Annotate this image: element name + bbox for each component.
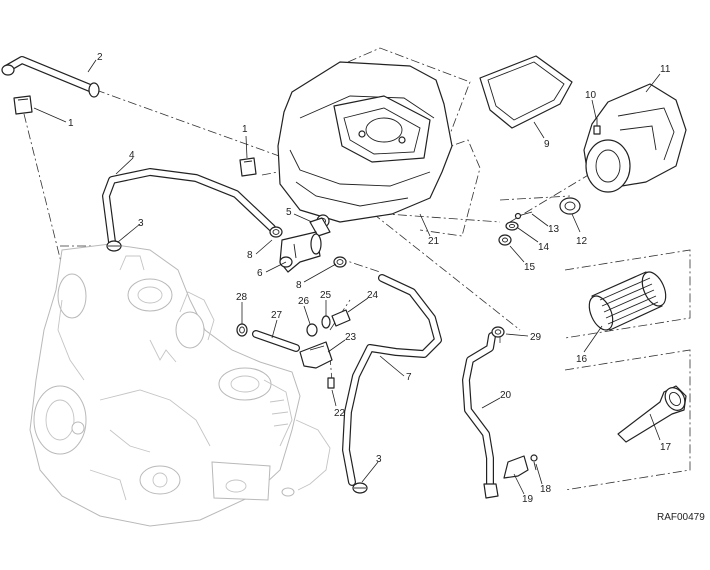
part-26-oring (306, 323, 318, 337)
part-23-valve-body (299, 341, 333, 369)
callout-10: 10 (585, 90, 597, 101)
part-13-screw (514, 211, 533, 220)
callout-27: 27 (271, 310, 283, 321)
callout-15: 15 (524, 262, 536, 273)
part-6-tee-fitting (279, 231, 322, 273)
part-1-clip-left (13, 95, 33, 115)
callout-11: 11 (660, 64, 671, 75)
part-14-washer (505, 221, 519, 231)
part-9-gasket (479, 55, 573, 129)
callout-19: 19 (522, 494, 534, 505)
callout-26: 26 (298, 296, 310, 307)
part-25-washer (321, 315, 331, 329)
part-16-air-filter (588, 271, 667, 331)
callout-labels: 1 1 2 3 3 4 5 6 7 8 8 9 10 11 12 13 14 1… (68, 52, 672, 505)
callout-21: 21 (428, 236, 440, 247)
callout-14: 14 (538, 242, 550, 253)
part-7-hose (342, 274, 442, 486)
callout-8-upper: 8 (247, 250, 253, 261)
part-2-breather-pipe (1, 56, 100, 98)
callout-3-lower: 3 (376, 454, 382, 465)
part-24-nipple (331, 309, 351, 327)
callout-6: 6 (257, 268, 263, 279)
part-17-funnel (617, 385, 687, 443)
callout-8-lower: 8 (296, 280, 302, 291)
part-19-bracket (503, 455, 529, 479)
callout-18: 18 (540, 484, 552, 495)
part-21-airbox (277, 61, 453, 228)
part-15-grommet (498, 234, 512, 246)
part-4-hose (102, 168, 276, 246)
part-28-clamp (236, 323, 248, 337)
part-8-clamp-upper (269, 226, 283, 238)
callout-20: 20 (500, 390, 512, 401)
callout-12: 12 (576, 236, 588, 247)
callout-7: 7 (406, 372, 412, 383)
callout-22: 22 (334, 408, 346, 419)
part-18-screw (530, 454, 538, 471)
callout-23: 23 (345, 332, 357, 343)
callout-24: 24 (367, 290, 379, 301)
part-8-clamp-lower (333, 256, 347, 268)
part-27-pipe (252, 330, 300, 352)
callout-13: 13 (548, 224, 560, 235)
part-3-clip-lower (352, 482, 368, 494)
callout-9: 9 (544, 139, 550, 150)
part-29-clamp (491, 326, 505, 338)
callout-25: 25 (320, 290, 332, 301)
callout-3-upper: 3 (138, 218, 144, 229)
part-3-clip-upper (106, 240, 122, 252)
engine-assembly (29, 243, 331, 527)
callout-17: 17 (660, 442, 672, 453)
callout-1-center: 1 (242, 124, 248, 135)
part-22-screw (327, 377, 335, 389)
reference-code: RAF00479 (657, 512, 705, 523)
callout-16: 16 (576, 354, 588, 365)
callout-28: 28 (236, 292, 248, 303)
leader-lines (33, 59, 661, 495)
callout-5: 5 (286, 207, 292, 218)
callout-29: 29 (530, 332, 542, 343)
part-5-union (309, 217, 331, 237)
callout-1-left: 1 (68, 118, 74, 129)
part-12-clamp-ring (559, 197, 581, 215)
part-10-screw (593, 118, 601, 135)
part-1-clip-center (239, 157, 257, 177)
part-20-drain-hose (462, 332, 499, 499)
callout-4: 4 (129, 150, 135, 161)
callout-2: 2 (97, 52, 103, 63)
part-11-intake-duct (583, 83, 687, 193)
